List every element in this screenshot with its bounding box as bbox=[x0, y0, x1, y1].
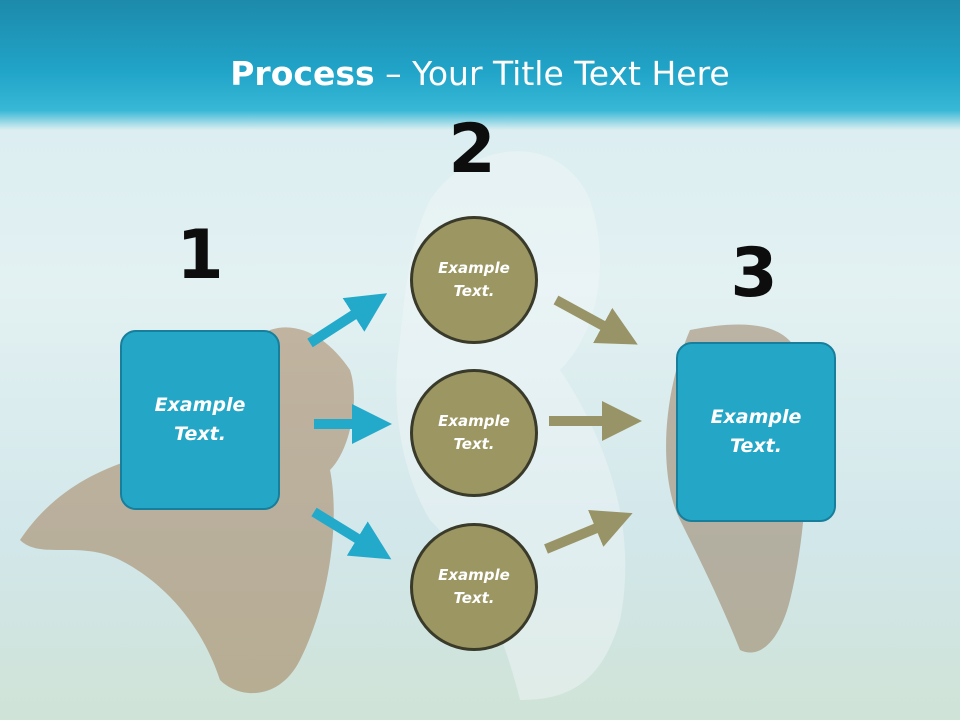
step-number-3: 3 bbox=[730, 234, 778, 313]
step-2-circle-bottom: Example Text. bbox=[410, 523, 538, 651]
step-3-text: Example Text. bbox=[710, 406, 802, 457]
step-1-text: Example Text. bbox=[154, 394, 246, 445]
title-rest: – Your Title Text Here bbox=[374, 54, 730, 93]
arrow-2-to-3-bottom bbox=[544, 509, 633, 554]
step-3-box: Example Text. bbox=[676, 342, 836, 522]
circle-middle-text: Example Text. bbox=[438, 412, 510, 453]
slide-title: Process – Your Title Text Here bbox=[0, 54, 960, 93]
step-1-box: Example Text. bbox=[120, 330, 280, 510]
title-bar bbox=[0, 0, 960, 130]
arrow-1-to-2-bottom bbox=[311, 507, 392, 560]
circle-top-text: Example Text. bbox=[438, 259, 510, 300]
arrow-2-to-3-top bbox=[553, 295, 638, 345]
step-2-circle-top: Example Text. bbox=[410, 216, 538, 344]
arrow-1-to-2-top bbox=[307, 293, 388, 348]
step-number-2: 2 bbox=[448, 110, 496, 189]
step-number-1: 1 bbox=[176, 216, 224, 295]
step-2-circle-middle: Example Text. bbox=[410, 369, 538, 497]
circle-bottom-text: Example Text. bbox=[438, 566, 510, 607]
title-strong: Process bbox=[230, 54, 375, 93]
